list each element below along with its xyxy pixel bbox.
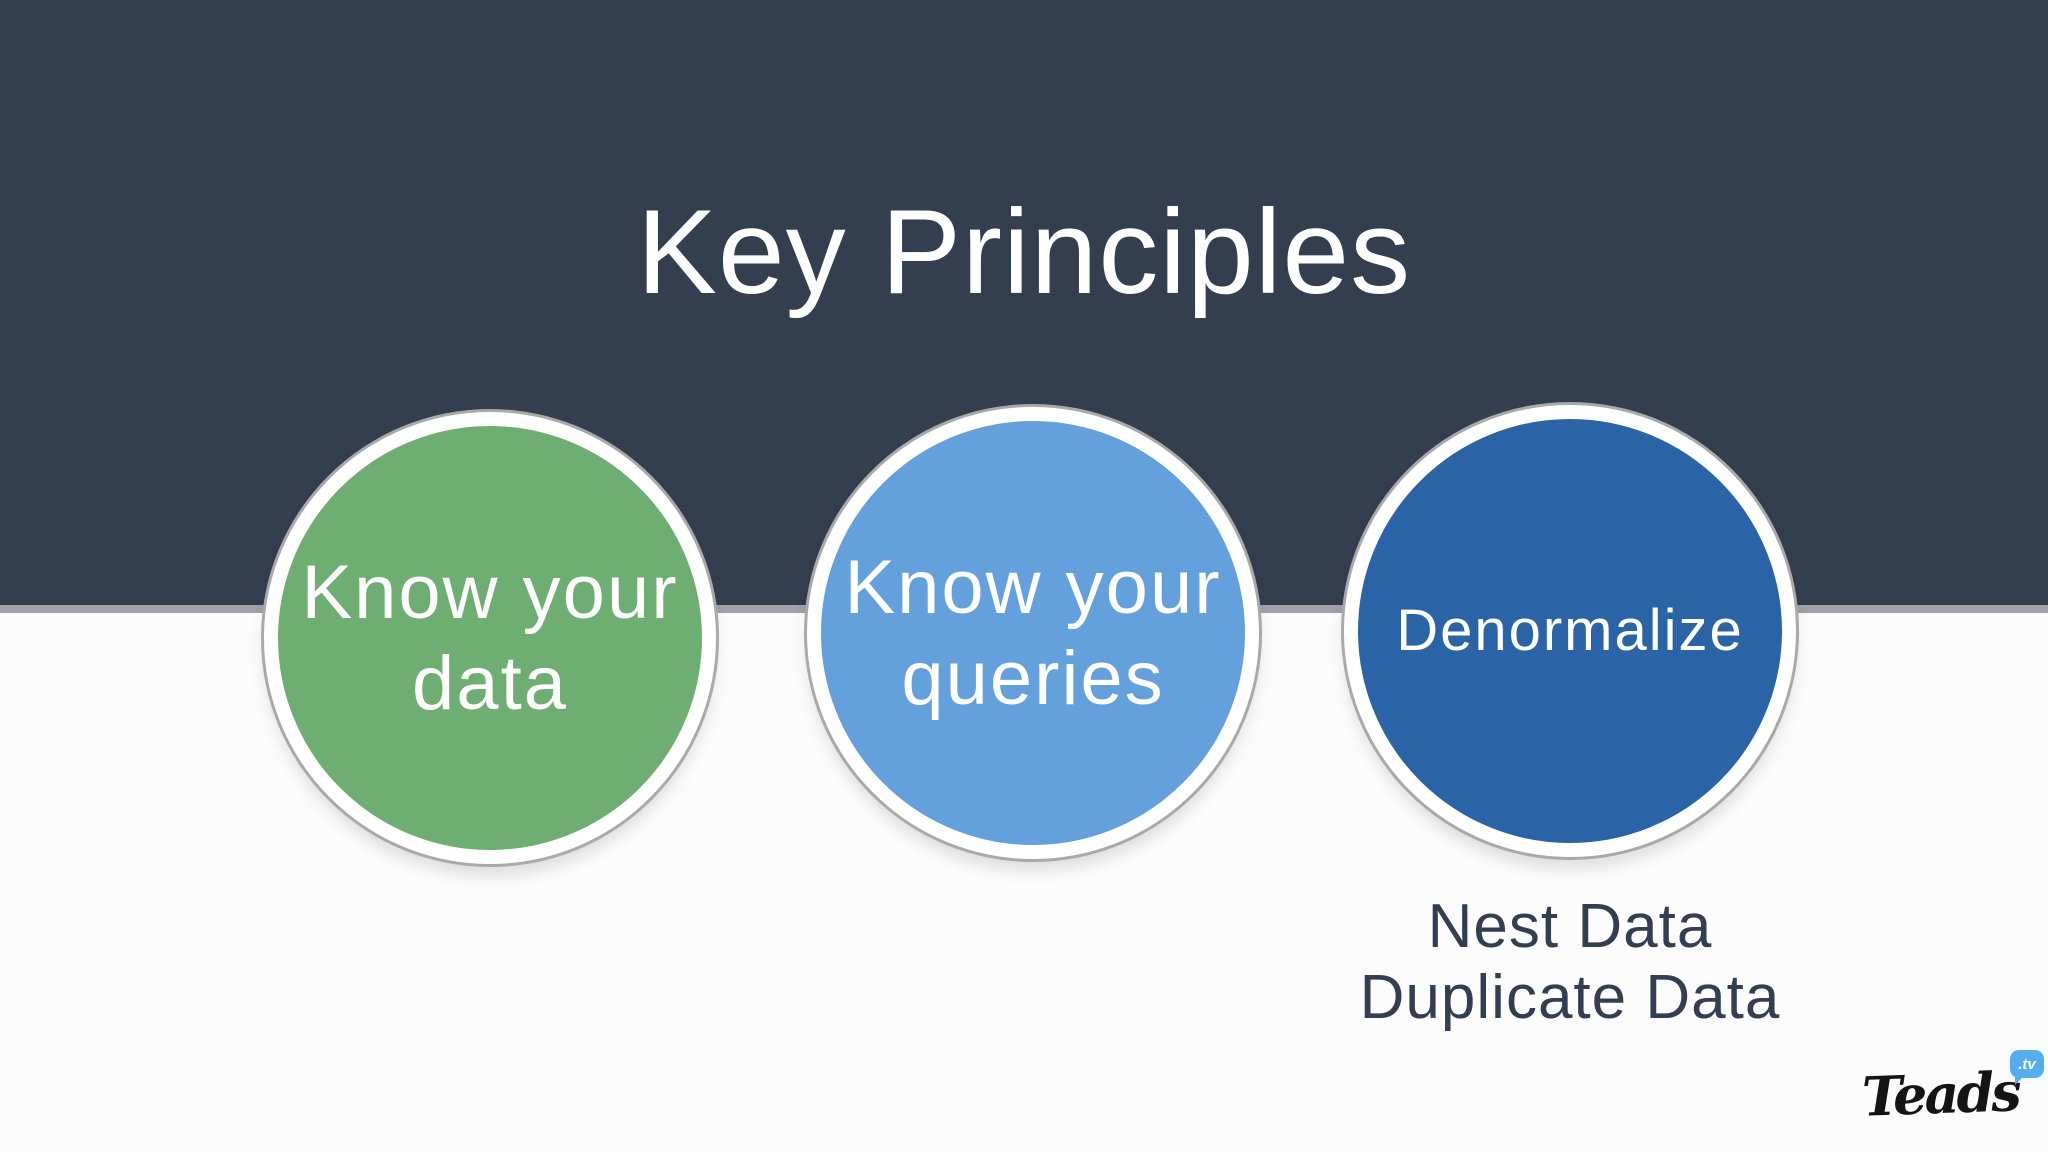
slide-title: Key Principles [636, 185, 1412, 319]
tv-badge-label: .tv [2018, 1055, 2036, 1073]
teads-wordmark: Teads [1860, 1059, 2020, 1129]
principle-circle-know-your-data: Know your data [264, 412, 716, 864]
tv-speech-bubble-icon: .tv [2010, 1050, 2044, 1085]
teads-logo: Teads .tv [1860, 1050, 2044, 1129]
principle-label-know-your-queries: Know your queries [844, 544, 1222, 721]
denormalize-notes: Nest Data Duplicate Data [1359, 892, 1781, 1032]
principle-label-denormalize: Denormalize [1396, 598, 1744, 664]
principle-label-know-your-data: Know your data [301, 549, 679, 726]
principle-circle-know-your-queries: Know your queries [807, 407, 1259, 859]
principle-circle-denormalize: Denormalize [1344, 405, 1796, 857]
